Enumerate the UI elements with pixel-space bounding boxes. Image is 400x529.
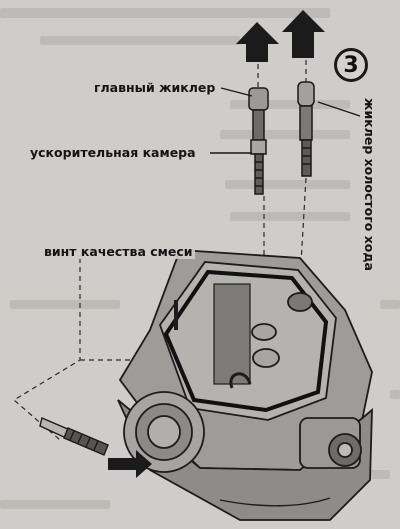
right-arrow-icon <box>108 450 152 478</box>
mixture-screw-label: винт качества смеси <box>42 244 195 259</box>
main-jet-label: главный жиклер <box>92 80 218 95</box>
accelerator-chamber-label: ускорительная камера <box>28 145 198 160</box>
carburetor-body <box>117 249 373 521</box>
up-arrow-icon <box>282 10 325 58</box>
main-jet-assembly <box>248 87 269 195</box>
idle-jet-assembly <box>297 81 315 177</box>
mixture-screw <box>39 417 109 456</box>
step-number-badge: 3 <box>334 48 368 82</box>
idle-jet-label: жиклер холостого хода <box>362 98 377 271</box>
leader-lines <box>210 87 361 154</box>
up-arrow-icon <box>236 22 279 62</box>
